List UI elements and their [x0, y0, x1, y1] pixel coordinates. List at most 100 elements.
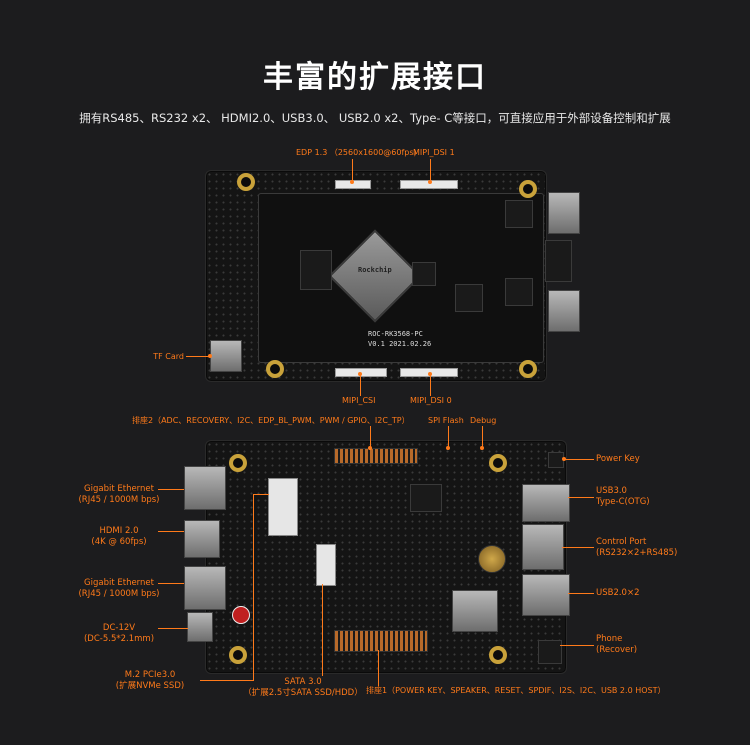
leader-dot — [446, 446, 450, 450]
label-power-key: Power Key — [596, 454, 640, 464]
label-gigabit-2-line1: Gigabit Ethernet — [84, 578, 154, 588]
dc-jack — [187, 612, 213, 642]
label-hdmi-line1: HDMI 2.0 — [99, 526, 139, 536]
label-phone-line1: Phone — [596, 634, 623, 644]
label-mipi-csi: MIPI_CSI — [342, 396, 376, 405]
control-port — [522, 524, 564, 570]
mount-hole — [489, 454, 507, 472]
label-control-port: Control Port (RS232×2+RS485) — [596, 537, 677, 559]
mount-hole — [489, 646, 507, 664]
label-phone: Phone (Recover) — [596, 634, 637, 656]
tf-card-slot — [210, 340, 242, 372]
label-dc-line2: (DC-5.5*2.1mm) — [83, 634, 155, 644]
usb3-type-c-port — [522, 484, 570, 522]
board-version-silk: V0.1 2021.02.26 — [368, 340, 432, 348]
ram-chip-3 — [505, 278, 533, 306]
mount-hole — [237, 173, 255, 191]
leader-header-2 — [370, 426, 371, 448]
top-ethernet-port-1 — [548, 192, 580, 234]
capacitor — [232, 606, 250, 624]
label-header-1: 排座1（POWER KEY、SPEAKER、RESET、SPDIF、I2S、I2… — [366, 686, 666, 695]
label-control-line2: (RS232×2+RS485) — [596, 548, 678, 558]
soc-brand: Rockchip — [358, 266, 392, 274]
header-2-pins — [334, 448, 418, 464]
leader-spi-flash — [448, 426, 449, 448]
rtc-battery — [478, 545, 506, 573]
label-m2-line1: M.2 PCIe3.0 — [124, 670, 176, 680]
leader-phone — [560, 645, 594, 646]
label-hdmi: HDMI 2.0 (4K @ 60fps) — [64, 526, 174, 548]
leader-dot — [358, 372, 362, 376]
sata-connector — [316, 544, 336, 586]
emmc-chip — [455, 284, 483, 312]
label-debug: Debug — [470, 416, 497, 425]
label-dc: DC-12V (DC-5.5*2.1mm) — [64, 623, 174, 645]
header-1-pins — [334, 630, 428, 652]
label-mipi-dsi1: MIPI_DSI 1 — [413, 148, 455, 157]
wifi-module — [452, 590, 498, 632]
label-hdmi-line2: (4K @ 60fps) — [91, 537, 147, 547]
label-control-line1: Control Port — [596, 537, 647, 547]
leader-hdmi — [158, 531, 184, 532]
label-mipi-dsi0: MIPI_DSI 0 — [410, 396, 452, 405]
leader-tf-card — [186, 356, 210, 357]
label-sata: SATA 3.0 （扩展2.5寸SATA SSD/HDD） — [228, 677, 378, 699]
top-connector-mid — [545, 240, 572, 282]
mount-hole — [519, 180, 537, 198]
label-sata-line1: SATA 3.0 — [284, 677, 322, 687]
label-usb3: USB3.0 Type-C(OTG) — [596, 486, 650, 508]
label-usb2: USB2.0×2 — [596, 588, 640, 598]
bottom-ethernet-port-2 — [184, 566, 226, 610]
label-usb3-line1: USB3.0 — [596, 486, 627, 496]
leader-mipi-dsi1 — [430, 159, 431, 181]
label-sata-line2: （扩展2.5寸SATA SSD/HDD） — [243, 688, 363, 698]
top-ethernet-port-2 — [548, 290, 580, 332]
leader-mipi-dsi0 — [430, 374, 431, 396]
leader-gigabit-1 — [158, 489, 184, 490]
leader-control-port — [562, 547, 594, 548]
label-tf-card: TF Card — [153, 352, 184, 361]
leader-dot — [480, 446, 484, 450]
leader-dot — [368, 446, 372, 450]
leader-m2-top — [253, 494, 269, 495]
leader-m2-v — [253, 494, 254, 680]
phone-jack — [538, 640, 562, 664]
leader-debug — [482, 426, 483, 448]
label-header-2: 排座2（ADC、RECOVERY、I2C、EDP_BL_PWM、PWM / GP… — [132, 416, 410, 425]
usb2-port — [522, 574, 570, 616]
leader-dot — [562, 457, 566, 461]
leader-dot — [428, 372, 432, 376]
board-model-silk: ROC-RK3568-PC — [368, 330, 423, 338]
mount-hole — [519, 360, 537, 378]
leader-header-1 — [378, 650, 379, 686]
label-gigabit-2-line2: (RJ45 / 1000M bps) — [78, 589, 160, 599]
leader-gigabit-2 — [158, 583, 184, 584]
leader-dot — [350, 180, 354, 184]
leader-mipi-csi — [360, 374, 361, 396]
label-spi-flash: SPI Flash — [428, 416, 464, 425]
page-title: 丰富的扩展接口 — [263, 60, 487, 95]
bottom-ethernet-port-1 — [184, 466, 226, 510]
label-gigabit-2: Gigabit Ethernet (RJ45 / 1000M bps) — [64, 578, 174, 600]
mount-hole — [229, 454, 247, 472]
label-edp: EDP 1.3 （2560x1600@60fps) — [296, 148, 417, 157]
ram-chip-4 — [505, 200, 533, 228]
page-subtitle: 拥有RS485、RS232 x2、 HDMI2.0、USB3.0、 USB2.0… — [79, 111, 671, 125]
leader-power-key — [564, 459, 594, 460]
leader-edp — [352, 159, 353, 181]
label-dc-line1: DC-12V — [102, 623, 136, 633]
hdmi-port — [184, 520, 220, 558]
leader-dot — [208, 354, 212, 358]
mount-hole — [229, 646, 247, 664]
mount-hole — [266, 360, 284, 378]
label-phone-line2: (Recover) — [596, 645, 638, 655]
leader-dc — [158, 628, 188, 629]
m2-slot — [268, 478, 298, 536]
label-m2-line2: (扩展NVMe SSD) — [115, 681, 185, 691]
label-gigabit-1: Gigabit Ethernet (RJ45 / 1000M bps) — [64, 484, 174, 506]
leader-sata — [322, 584, 323, 676]
wifi-chip — [410, 484, 442, 512]
ram-chip-1 — [300, 250, 332, 290]
leader-usb3 — [568, 497, 594, 498]
ram-chip-2 — [412, 262, 436, 286]
